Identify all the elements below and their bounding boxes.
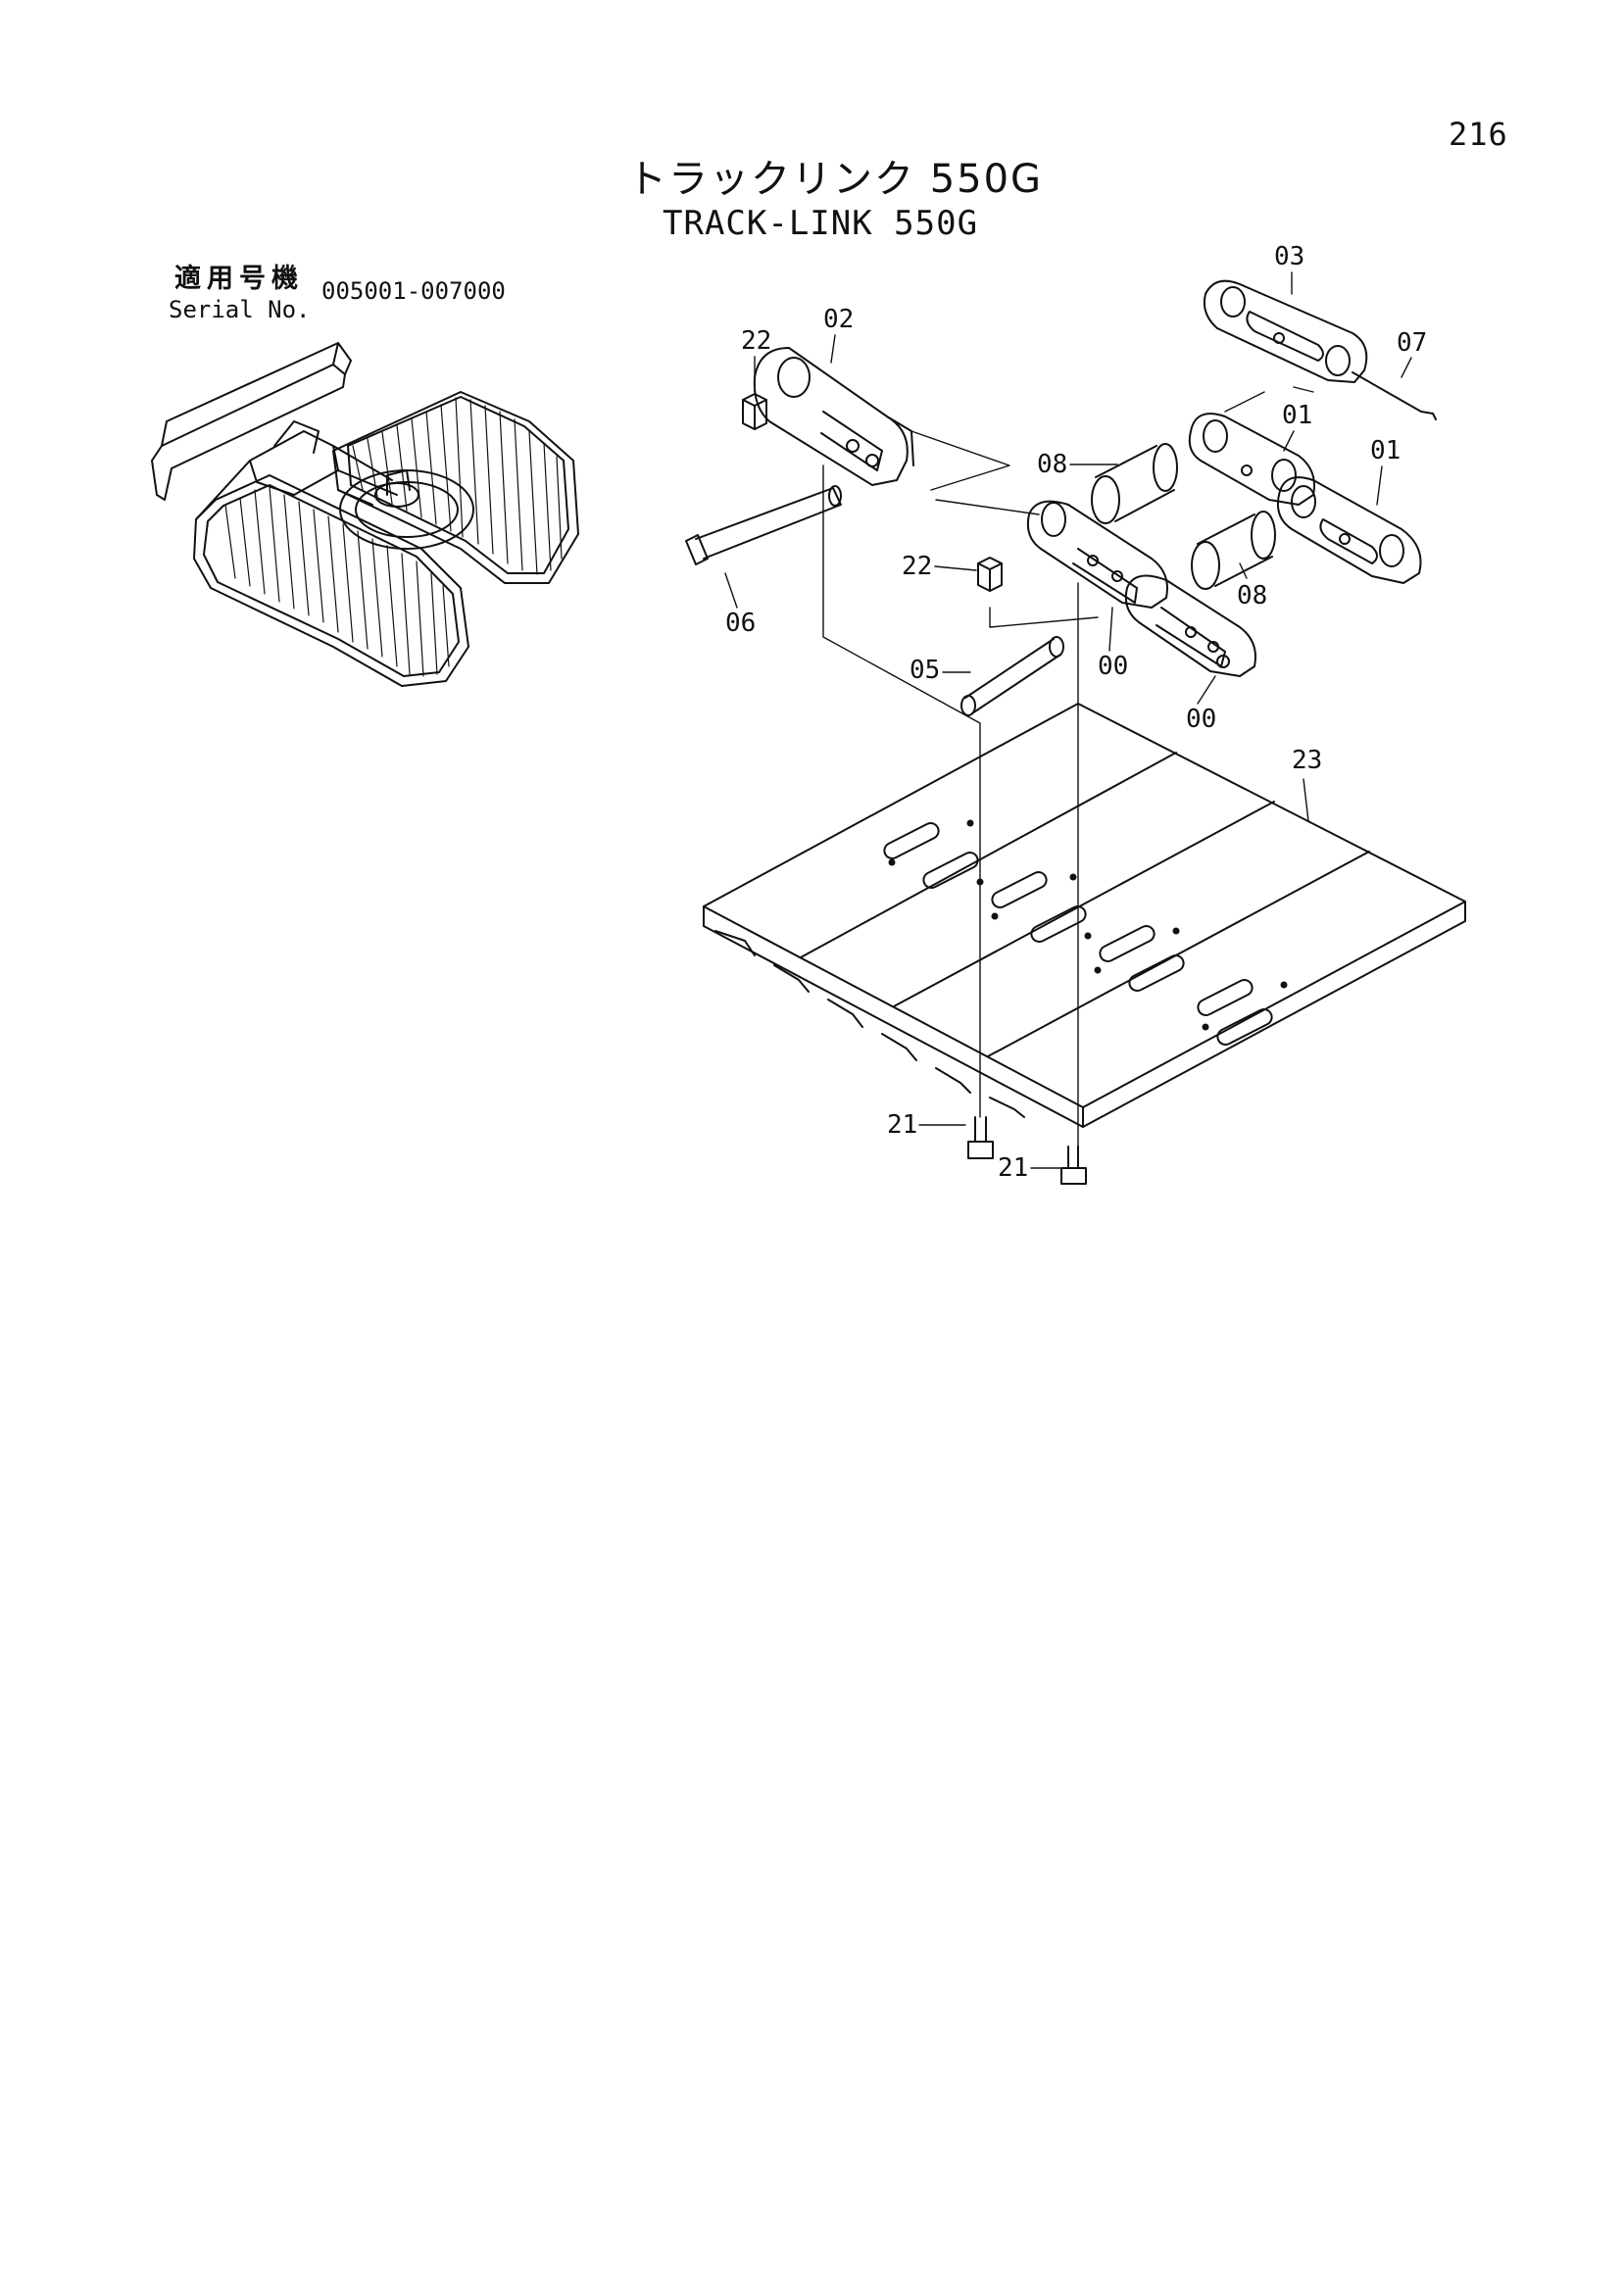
callout-07: 07 — [1397, 328, 1427, 358]
callout-01-b: 01 — [1370, 436, 1401, 465]
applicable-model-label: 適用号機 — [174, 264, 304, 294]
spring-pin-07 — [1352, 371, 1437, 420]
callout-00-b: 00 — [1186, 705, 1216, 734]
master-pin-06 — [685, 485, 842, 565]
track-link-00-upper — [1026, 500, 1168, 609]
callout-06: 06 — [725, 609, 756, 638]
callout-05: 05 — [910, 656, 940, 685]
bushing-08-lower — [1191, 511, 1276, 590]
shoe-bolt-21-right — [1060, 1146, 1087, 1185]
leader-lines — [822, 386, 1314, 1148]
page-number: 216 — [1449, 116, 1508, 153]
callout-08-lower: 08 — [1237, 581, 1267, 611]
part-callouts: 03 07 02 22 01 01 08 08 22 06 05 00 00 2… — [724, 242, 1427, 1183]
track-link-02 — [753, 347, 914, 486]
track-link-01-left — [1188, 413, 1315, 506]
callout-21-left: 21 — [887, 1110, 917, 1140]
callout-21-right: 21 — [998, 1153, 1028, 1183]
track-link-03 — [1203, 279, 1368, 383]
excavator-overview-illustration — [151, 342, 579, 687]
track-link-00-lower — [1124, 574, 1256, 677]
track-pad-hatching — [224, 397, 563, 677]
callout-22-lower: 22 — [902, 552, 932, 581]
track-shoe-plates — [703, 703, 1466, 1128]
nut-22-upper — [742, 393, 767, 430]
callout-03: 03 — [1274, 242, 1304, 271]
serial-number-label: Serial No. — [169, 296, 311, 323]
serial-number-range: 005001-007000 — [321, 277, 506, 305]
callout-22-upper: 22 — [741, 326, 771, 356]
callout-23: 23 — [1292, 746, 1322, 775]
page-title-jp: トラックリンク 550G — [627, 157, 1044, 202]
callout-08-upper: 08 — [1037, 450, 1067, 479]
page-title-en: TRACK-LINK 550G — [663, 204, 979, 243]
callout-00-a: 00 — [1098, 652, 1128, 681]
bushing-08-upper — [1091, 443, 1178, 524]
pin-05 — [960, 636, 1064, 716]
callout-02: 02 — [823, 305, 854, 334]
nut-22-lower — [977, 557, 1003, 592]
shoe-bolt-21-left — [967, 1116, 994, 1159]
callout-01-a: 01 — [1282, 401, 1312, 430]
track-link-01-right — [1276, 476, 1422, 584]
